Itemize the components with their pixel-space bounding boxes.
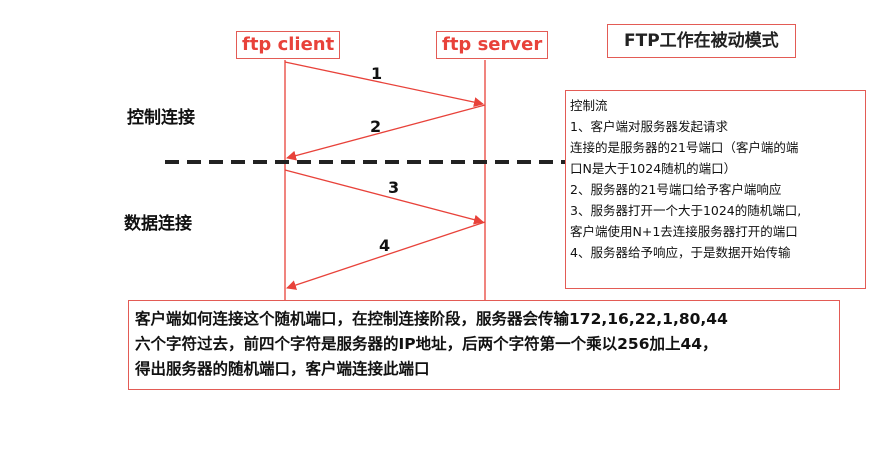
info-line: 控制流 [570, 98, 608, 113]
info-line: 3、服务器打开一个大于1024的随机端口, [570, 203, 802, 218]
control-phase-label: 控制连接 [127, 108, 195, 128]
step-label-4: 4 [379, 236, 391, 255]
control-flow-info-box: 控制流 1、客户端对服务器发起请求 连接的是服务器的21号端口（客户端的端 口N… [565, 90, 866, 289]
info-line: 2、服务器的21号端口给予客户端响应 [570, 182, 782, 197]
step-label-2: 2 [370, 117, 382, 136]
note-line: 客户端如何连接这个随机端口，在控制连接阶段，服务器会传输172,16,22,1,… [135, 310, 728, 328]
info-line: 4、服务器给予响应，于是数据开始传输 [570, 245, 791, 260]
data-phase-label: 数据连接 [124, 214, 192, 234]
message-arrow-4 [286, 221, 486, 290]
client-label: ftp client [236, 31, 341, 59]
message-arrow-3 [284, 169, 484, 225]
step-label-1: 1 [371, 64, 383, 83]
info-line: 口N是大于1024随机的端口） [570, 161, 737, 176]
message-arrow-1 [284, 61, 484, 108]
info-line: 连接的是服务器的21号端口（客户端的端 [570, 140, 799, 155]
step-label-3: 3 [388, 178, 400, 197]
message-arrow-2 [286, 104, 486, 161]
note-line: 得出服务器的随机端口，客户端连接此端口 [135, 360, 430, 378]
diagram-title: FTP工作在被动模式 [607, 24, 796, 58]
info-line: 1、客户端对服务器发起请求 [570, 119, 728, 134]
passive-mode-note-box: 客户端如何连接这个随机端口，在控制连接阶段，服务器会传输172,16,22,1,… [128, 300, 840, 390]
note-line: 六个字符过去，前四个字符是服务器的IP地址，后两个字符第一个乘以256加上44， [135, 335, 718, 353]
info-line: 客户端使用N+1去连接服务器打开的端口 [570, 224, 798, 239]
server-label: ftp server [436, 31, 549, 59]
